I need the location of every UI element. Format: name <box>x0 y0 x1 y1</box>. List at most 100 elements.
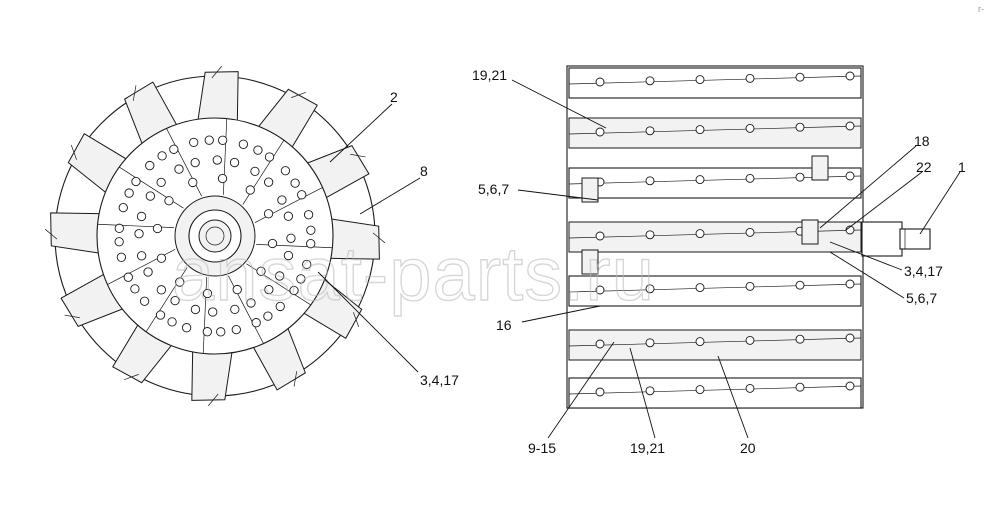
bolt-head <box>290 178 300 188</box>
bar-bolt <box>845 333 855 343</box>
leader-5-6-7-left <box>517 189 599 201</box>
leader-1 <box>919 171 961 235</box>
bolt-head <box>216 327 226 337</box>
leader-5-6-7-right <box>829 251 905 299</box>
blade-edge <box>211 65 223 79</box>
bar-bolt <box>745 173 755 183</box>
bolt-head <box>267 238 278 249</box>
bar-bolt <box>745 383 755 393</box>
bolt-head <box>245 185 255 195</box>
callout-20: 20 <box>740 440 756 456</box>
leader-20 <box>717 355 749 439</box>
bar-bolt <box>695 283 705 293</box>
blade-edge <box>44 228 58 240</box>
blade-edge <box>70 145 77 160</box>
blade-edge <box>207 393 219 407</box>
bar-bolt <box>595 285 605 295</box>
bar-bolt <box>695 125 705 135</box>
bracket-block <box>581 249 599 275</box>
bar-bolt <box>595 387 605 397</box>
bolt-head <box>264 152 275 162</box>
bar-bolt <box>645 76 655 86</box>
bolt-head <box>306 239 316 249</box>
bar-edge <box>568 75 862 85</box>
bolt-head <box>289 285 299 296</box>
bolt-head <box>253 145 263 155</box>
bolt-head <box>264 284 274 295</box>
bolt-head <box>296 274 306 284</box>
bolt-head <box>263 177 274 187</box>
bracket-block <box>581 177 599 203</box>
bolt-head <box>283 250 294 261</box>
bolt-head <box>116 252 127 262</box>
bolt-head <box>156 253 167 263</box>
bolt-head <box>124 188 134 198</box>
bolt-head <box>229 157 240 168</box>
bar-edge <box>568 283 862 293</box>
bar-bolt <box>695 337 705 347</box>
bar-bolt <box>795 72 805 82</box>
bolt-head <box>246 298 256 308</box>
callout-1: 1 <box>958 159 966 175</box>
bar-bolt <box>845 71 855 81</box>
shaft-bore <box>198 219 232 253</box>
bolt-head <box>152 223 163 234</box>
leader-8 <box>359 177 421 215</box>
callout-2: 2 <box>390 89 398 105</box>
bracket-block <box>811 155 829 181</box>
bolt-head <box>136 211 147 222</box>
bolt-head <box>155 310 166 320</box>
bar-bolt <box>845 279 855 289</box>
beater-bars <box>568 67 862 409</box>
bar-bolt <box>845 171 855 181</box>
bolt-head <box>286 233 296 243</box>
bolt-head <box>212 155 222 165</box>
bolt-head <box>231 324 241 335</box>
callout-19-21-top: 19,21 <box>472 67 507 83</box>
bolt-head <box>208 307 218 317</box>
bar-bolt <box>645 284 655 294</box>
bolt-head <box>202 288 213 299</box>
bolt-head <box>188 177 198 188</box>
callout-5-6-7-left: 5,6,7 <box>478 181 509 197</box>
bolt-head <box>275 301 285 312</box>
bolt-head <box>114 223 124 233</box>
bolt-head <box>204 135 214 145</box>
callout-22: 22 <box>916 159 932 175</box>
bar-bolt <box>595 231 605 241</box>
bolt-head <box>217 173 228 184</box>
blade-edge <box>291 91 306 98</box>
bar-bolt <box>645 176 655 186</box>
bolt-head <box>280 166 291 176</box>
callout-9-15: 9-15 <box>528 440 556 456</box>
bolt-head <box>139 296 150 306</box>
bar-bolt <box>695 175 705 185</box>
bolt-head <box>263 311 273 321</box>
bolt-head <box>170 295 180 306</box>
rotor-side-view <box>566 65 931 409</box>
watermark-text: ansat-parts.ru <box>172 232 655 317</box>
blade-edge <box>372 232 386 244</box>
callout-16: 16 <box>496 317 512 333</box>
bolt-head <box>114 237 124 247</box>
bolt-head <box>274 271 285 281</box>
bolt-head <box>181 323 192 333</box>
bar-bolt <box>795 172 805 182</box>
bolt-head <box>145 160 155 171</box>
bolt-head <box>251 318 261 328</box>
bar-bolt <box>645 230 655 240</box>
bar-bolt <box>745 227 755 237</box>
bar-bolt <box>695 385 705 395</box>
callout-3-4-17-right: 3,4,17 <box>904 263 943 279</box>
bolt-head <box>131 176 141 187</box>
bolt-head <box>302 259 312 270</box>
bar-bolt <box>795 280 805 290</box>
leader-3-4-17 <box>317 271 419 373</box>
bolt-head <box>167 317 177 327</box>
bar-bolt <box>595 77 605 87</box>
bolt-head <box>190 157 200 168</box>
bar-edge <box>568 337 862 347</box>
blade-edge <box>124 374 139 381</box>
bolt-head <box>263 209 274 219</box>
bar-bolt <box>745 123 755 133</box>
